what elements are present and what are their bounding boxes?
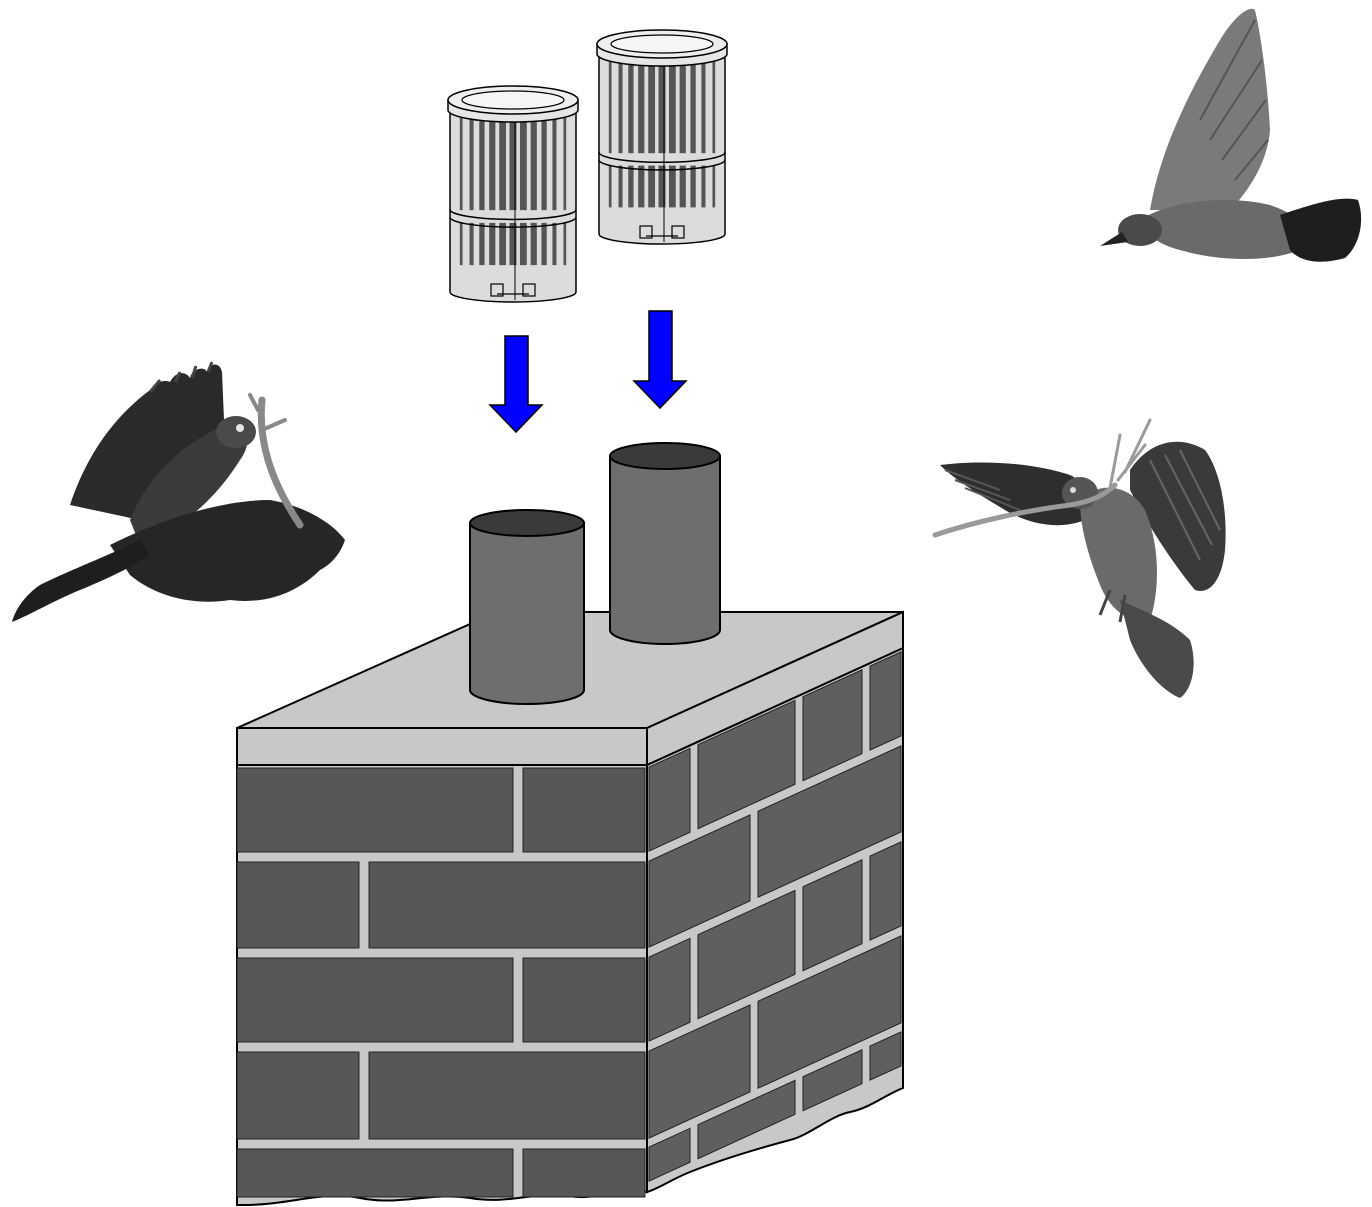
brick (870, 652, 901, 750)
front-bricks (237, 768, 645, 1197)
chimney-cap-front (237, 728, 647, 765)
brick (523, 1149, 645, 1197)
jackdaw-bird-icon (1100, 9, 1361, 262)
brick (870, 842, 901, 940)
brick (237, 958, 513, 1042)
brick (523, 768, 645, 852)
brick (523, 958, 645, 1042)
jackdaw-bird-icon (12, 362, 345, 622)
brick (237, 1052, 359, 1139)
brick-chimney (237, 612, 903, 1205)
brick (237, 1149, 513, 1197)
jackdaw-bird-icon (935, 420, 1226, 698)
brick (649, 748, 690, 851)
flue-pot-right (610, 443, 720, 644)
brick (237, 768, 513, 852)
down-arrow-icon (634, 311, 686, 408)
flue-pot-left (470, 510, 584, 704)
brick (649, 938, 690, 1041)
down-arrow-icon (490, 336, 542, 432)
brick (369, 862, 645, 948)
chimney-guard-icon (448, 86, 578, 302)
brick (369, 1052, 645, 1139)
chimney-guard-icon (597, 30, 727, 244)
brick (237, 862, 359, 948)
